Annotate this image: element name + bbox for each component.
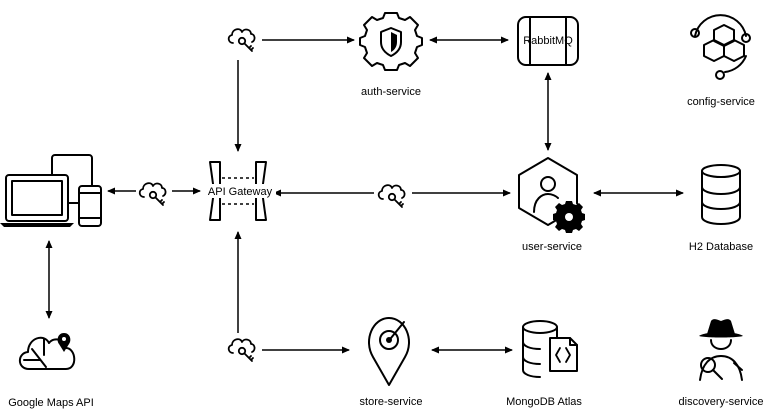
discovery-service-node[interactable]: discovery-service (679, 319, 764, 408)
config-cubes-icon (690, 14, 751, 80)
location-pin-icon (368, 317, 410, 386)
auth-service-label: auth-service (361, 86, 421, 98)
user-service-node[interactable]: user-service (518, 157, 585, 253)
cloud-key-icon (377, 184, 406, 208)
spy-detective-icon (699, 319, 743, 381)
config-service-label: config-service (687, 96, 755, 108)
h2-database-label: H2 Database (689, 241, 753, 253)
gateway-label-bg (206, 184, 276, 198)
user-gear-icon (518, 157, 585, 233)
message-queue-icon (517, 16, 579, 66)
rabbitmq-label: RabbitMQ (523, 35, 573, 47)
config-service-node[interactable]: config-service (687, 14, 755, 108)
cloud-key-icon (227, 28, 256, 52)
mongodb-atlas-label: MongoDB Atlas (506, 396, 582, 408)
mongodb-atlas-node[interactable]: MongoDB Atlas (506, 320, 582, 408)
store-service-node[interactable]: store-service (360, 317, 423, 408)
google-maps-api-label: Google Maps API (8, 397, 94, 409)
edges (45, 36, 684, 354)
api-gateway-label: API Gateway (208, 186, 273, 198)
database-icon (701, 164, 741, 225)
rabbitmq-node[interactable]: RabbitMQ (517, 16, 579, 66)
client-devices-icon (0, 154, 102, 227)
cloud-key-icon (138, 182, 167, 206)
auth-service-node[interactable]: auth-service (359, 12, 423, 98)
h2-database-node[interactable]: H2 Database (689, 164, 753, 253)
discovery-service-label: discovery-service (679, 396, 764, 408)
google-maps-api-node[interactable]: Google Maps API (8, 333, 94, 409)
user-service-label: user-service (522, 241, 582, 253)
gear-shield-icon (359, 12, 423, 71)
database-code-icon (522, 320, 578, 378)
store-service-label: store-service (360, 396, 423, 408)
cloud-key-icon (227, 338, 256, 362)
map-cloud-icon (18, 333, 76, 370)
api-gateway-node[interactable]: API Gateway (206, 161, 276, 221)
